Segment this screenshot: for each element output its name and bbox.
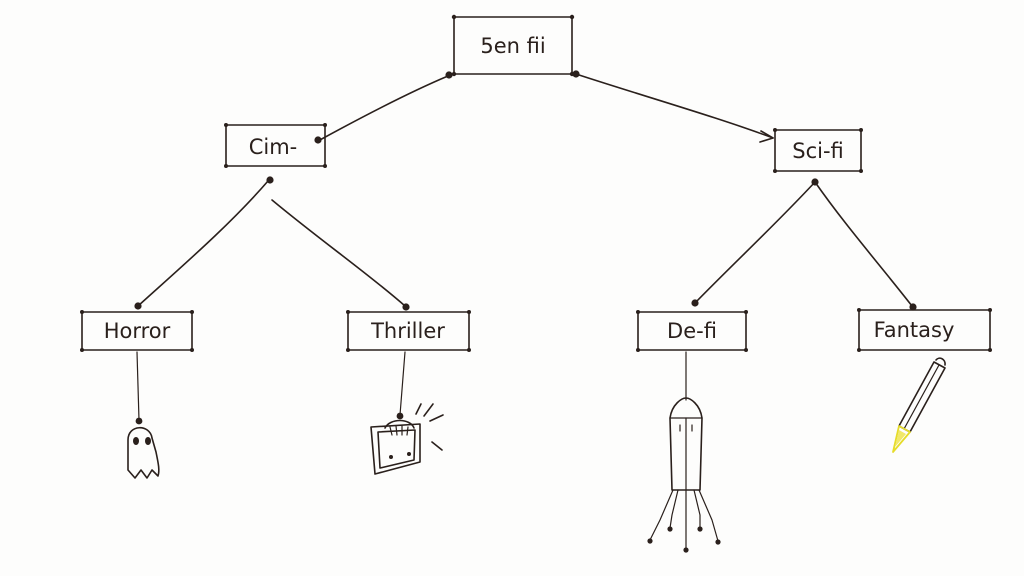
edge-thriller-to-icon: [399, 351, 406, 416]
edge-scifi-to-defi: [694, 181, 816, 304]
dot-horror-top: [134, 302, 142, 310]
dot-fantasy-top: [909, 303, 917, 311]
edge-root-to-cim: [317, 75, 449, 142]
root-node: 5en fii: [451, 14, 575, 77]
dot-root-right: [572, 70, 580, 78]
genre-node-box: [637, 311, 747, 351]
connector-dots: [134, 70, 917, 425]
category-node-box: [774, 129, 862, 172]
genre-node-defi: De-fi: [636, 310, 748, 352]
edge-horror-to-icon: [136, 351, 140, 421]
edge-cim-to-horror: [137, 180, 269, 307]
category-node-label: Sci-fi: [792, 139, 844, 163]
ghost-icon: [127, 426, 160, 479]
connector-lines: [136, 73, 913, 421]
genre-node-label: Horror: [104, 319, 171, 343]
genre-node-fantasy: Fantasy: [857, 308, 992, 352]
dot-horror-icon: [135, 417, 143, 425]
edge-root-to-scifi: [575, 73, 774, 139]
pencil-icon: [892, 357, 946, 453]
category-node-cim: Cim-: [224, 123, 327, 168]
genre-node-thriller: Thriller: [346, 310, 471, 352]
genre-node-label: De-fi: [667, 319, 717, 343]
category-node-box: [225, 124, 326, 167]
dot-cim-right: [314, 136, 322, 144]
genre-node-box: [81, 311, 193, 351]
edge-cim-to-thriller: [271, 199, 406, 307]
root-node-box: [453, 16, 573, 75]
dot-root-left: [445, 71, 453, 79]
genre-node-box: [858, 309, 991, 351]
root-node-label: 5en fii: [480, 34, 545, 58]
category-node-label: Cim-: [249, 135, 298, 159]
genre-node-label: Fantasy: [874, 318, 955, 342]
dot-thriller-icon: [396, 412, 404, 420]
dot-cim-bottom: [266, 176, 274, 184]
dot-thriller-top: [402, 303, 410, 311]
dot-defi-top: [691, 299, 699, 307]
category-node-scifi: Sci-fi: [773, 128, 863, 173]
genre-node-label: Thriller: [370, 319, 445, 343]
clapperboard-icon: [370, 403, 444, 475]
genre-node-horror: Horror: [80, 310, 194, 352]
genre-node-box: [347, 311, 470, 351]
arrowhead-scifi: [759, 130, 774, 143]
edge-scifi-to-fantasy: [814, 181, 913, 307]
rocket-icon: [647, 397, 721, 553]
dot-scifi-bottom: [811, 178, 819, 186]
